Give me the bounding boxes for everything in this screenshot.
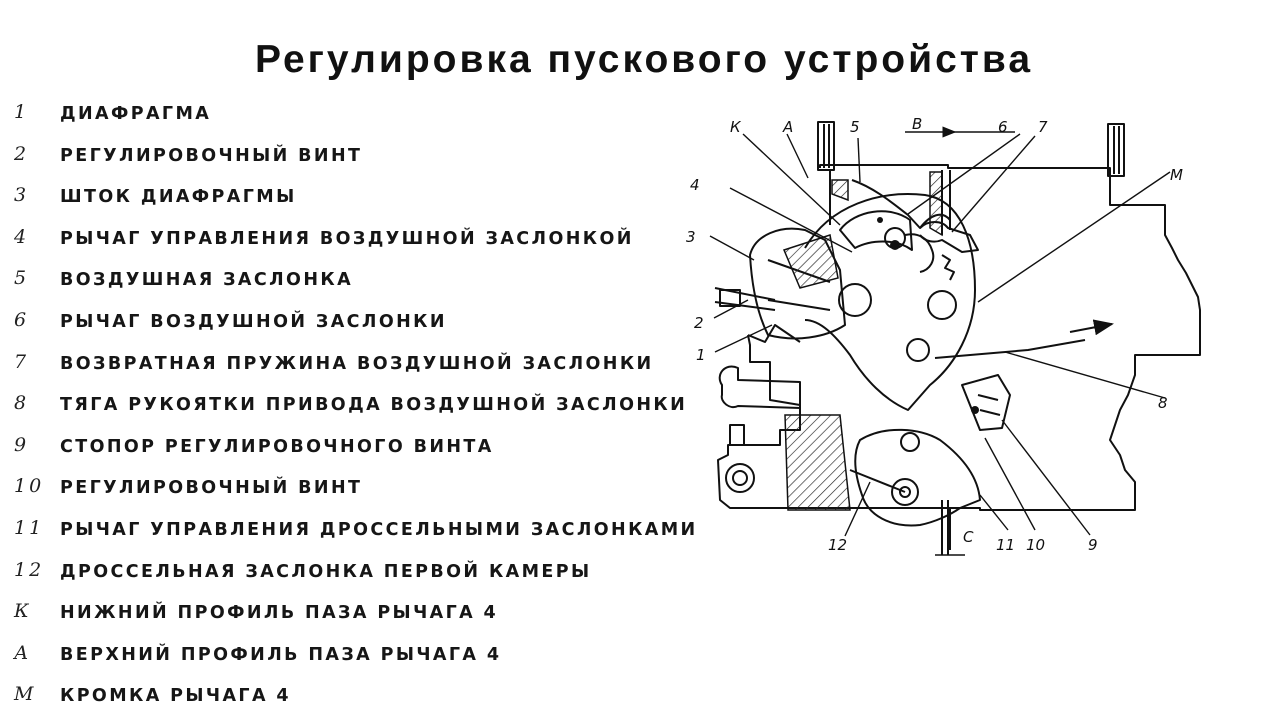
legend-key: К — [14, 600, 32, 623]
legend-item: 7 ВОЗВРАТНАЯ ПРУЖИНА ВОЗДУШНОЙ ЗАСЛОНКИ — [0, 346, 700, 382]
legend-label: ТЯГА РУКОЯТКИ ПРИВОДА ВОЗДУШНОЙ ЗАСЛОНКИ — [60, 395, 688, 416]
legend-item: М КРОМКА РЫЧАГА 4 — [0, 678, 700, 714]
legend-label: РЕГУЛИРОВОЧНЫЙ ВИНТ — [60, 145, 363, 166]
legend-label: ШТОК ДИАФРАГМЫ — [60, 187, 297, 208]
legend-key: 5 — [14, 267, 30, 290]
legend-label: НИЖНИЙ ПРОФИЛЬ ПАЗА РЫЧАГА 4 — [60, 603, 499, 624]
legend-key: 3 — [14, 184, 30, 207]
legend-item: 8 ТЯГА РУКОЯТКИ ПРИВОДА ВОЗДУШНОЙ ЗАСЛОНК… — [0, 387, 700, 423]
legend-item: 4 РЫЧАГ УПРАВЛЕНИЯ ВОЗДУШНОЙ ЗАСЛОНКОЙ — [0, 221, 700, 257]
legend-label: РЕГУЛИРОВОЧНЫЙ ВИНТ — [60, 478, 363, 499]
callout-3: 3 — [686, 228, 696, 246]
callout-a: А — [782, 118, 793, 136]
legend-label: ВЕРХНИЙ ПРОФИЛЬ ПАЗА РЫЧАГА 4 — [60, 644, 502, 665]
diaphragm-housing — [749, 227, 846, 340]
casting-left-edge — [747, 324, 801, 343]
legend-item: 3 ШТОК ДИАФРАГМЫ — [0, 179, 700, 215]
legend-item: 9 СТОПОР РЕГУЛИРОВОЧНОГО ВИНТА — [0, 429, 700, 465]
legend-key: 8 — [14, 392, 30, 415]
legend-key: 1 — [14, 101, 30, 123]
legend-label: ВОЗДУШНАЯ ЗАСЛОНКА — [60, 270, 354, 291]
legend-key: 4 — [14, 225, 30, 248]
callout-12: 12 — [828, 536, 847, 554]
legend-item: 2 РЕГУЛИРОВОЧНЫЙ ВИНТ — [0, 138, 700, 174]
callout-9: 9 — [1088, 536, 1098, 554]
legend-label: ВОЗВРАТНАЯ ПРУЖИНА ВОЗДУШНОЙ ЗАСЛОНКИ — [60, 353, 654, 374]
legend-key: 2 — [14, 142, 30, 165]
legend-label: ДРОССЕЛЬНАЯ ЗАСЛОНКА ПЕРВОЙ КАМЕРЫ — [60, 561, 592, 582]
legend-label: РЫЧАГ ВОЗДУШНОЙ ЗАСЛОНКИ — [60, 312, 447, 332]
callout-5: 5 — [850, 118, 860, 136]
legend-item: 1 ДИАФРАГМА — [0, 96, 700, 132]
callout-8: 8 — [1158, 394, 1168, 412]
legend-key: М — [14, 683, 37, 706]
callout-k: К — [730, 118, 742, 136]
hatched-section-left — [782, 234, 839, 289]
flow-arrow — [1069, 319, 1114, 336]
callout-m: М — [1170, 166, 1183, 184]
legend-key: 12 — [14, 558, 45, 581]
legend-item: 11 РЫЧАГ УПРАВЛЕНИЯ ДРОССЕЛЬНЫМИ ЗАСЛОНКА… — [0, 512, 700, 548]
legend-key: 10 — [14, 475, 45, 498]
callout-c: С — [963, 528, 974, 546]
callout-2: 2 — [694, 314, 704, 332]
legend-item: 10 РЕГУЛИРОВОЧНЫЙ ВИНТ — [0, 470, 700, 506]
left-pipe — [817, 121, 835, 171]
legend-item: А ВЕРХНИЙ ПРОФИЛЬ ПАЗА РЫЧАГА 4 — [0, 637, 700, 673]
legend-key: 11 — [14, 517, 45, 539]
callout-7: 7 — [1038, 118, 1048, 136]
callout-b: В — [912, 115, 922, 133]
legend-label: РЫЧАГ УПРАВЛЕНИЯ ДРОССЕЛЬНЫМИ ЗАСЛОНКАМИ — [60, 520, 698, 540]
hatched-section-right — [929, 171, 943, 237]
choke-lever-cam — [804, 193, 976, 411]
carburetor-diagram: К А 5 В 6 7 М 4 3 2 1 8 12 С 11 10 9 — [680, 110, 1220, 565]
adjusting-screw — [961, 374, 1011, 431]
legend-item: 12 ДРОССЕЛЬНАЯ ЗАСЛОНКА ПЕРВОЙ КАМЕРЫ — [0, 554, 700, 590]
legend-key: А — [14, 641, 32, 664]
legend-label: ДИАФРАГМА — [60, 104, 212, 124]
callout-4: 4 — [690, 176, 700, 194]
legend-key: 7 — [14, 350, 30, 373]
throttle-lever — [854, 428, 981, 527]
lever-slot — [839, 210, 913, 251]
legend-key: 9 — [14, 433, 30, 456]
legend-item: 5 ВОЗДУШНАЯ ЗАСЛОНКА — [0, 262, 700, 298]
right-pipe — [1107, 123, 1125, 177]
legend-item: 6 РЫЧАГ ВОЗДУШНОЙ ЗАСЛОНКИ — [0, 304, 700, 340]
legend-key: 6 — [14, 309, 30, 331]
callout-11: 11 — [996, 536, 1015, 554]
legend-label: СТОПОР РЕГУЛИРОВОЧНОГО ВИНТА — [60, 436, 494, 457]
carburetor-drawing: К А 5 В 6 7 М 4 3 2 1 8 12 С 11 10 9 — [686, 115, 1201, 556]
legend-label: РЫЧАГ УПРАВЛЕНИЯ ВОЗДУШНОЙ ЗАСЛОНКОЙ — [60, 228, 634, 249]
legend-label: КРОМКА РЫЧАГА 4 — [60, 686, 291, 707]
legend-item: К НИЖНИЙ ПРОФИЛЬ ПАЗА РЫЧАГА 4 — [0, 595, 700, 631]
callout-10: 10 — [1026, 536, 1045, 554]
page-title: Регулировка пускового устройства — [254, 38, 1034, 81]
return-spring — [941, 254, 955, 281]
callout-6: 6 — [998, 118, 1008, 136]
hatched-section-center — [784, 414, 851, 511]
callout-1: 1 — [696, 346, 706, 364]
